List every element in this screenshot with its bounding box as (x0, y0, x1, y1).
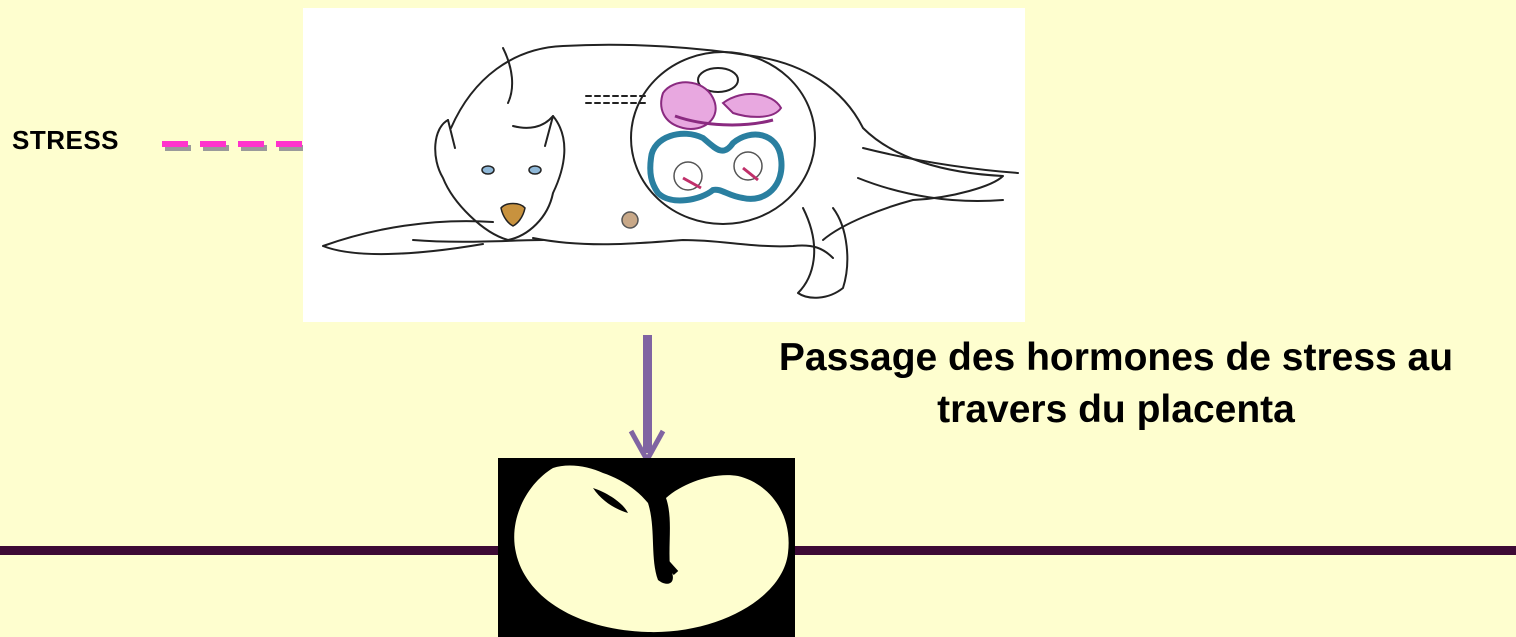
pregnant-dog-illustration (303, 8, 1025, 322)
fetus-silhouette (498, 458, 795, 637)
caption: Passage des hormones de stress au traver… (716, 332, 1516, 436)
down-arrow-icon (628, 335, 666, 466)
caption-line-2: travers du placenta (937, 388, 1295, 431)
stress-label: STRESS (12, 125, 120, 155)
caption-line-1: Passage des hormones de stress au (778, 336, 1454, 379)
